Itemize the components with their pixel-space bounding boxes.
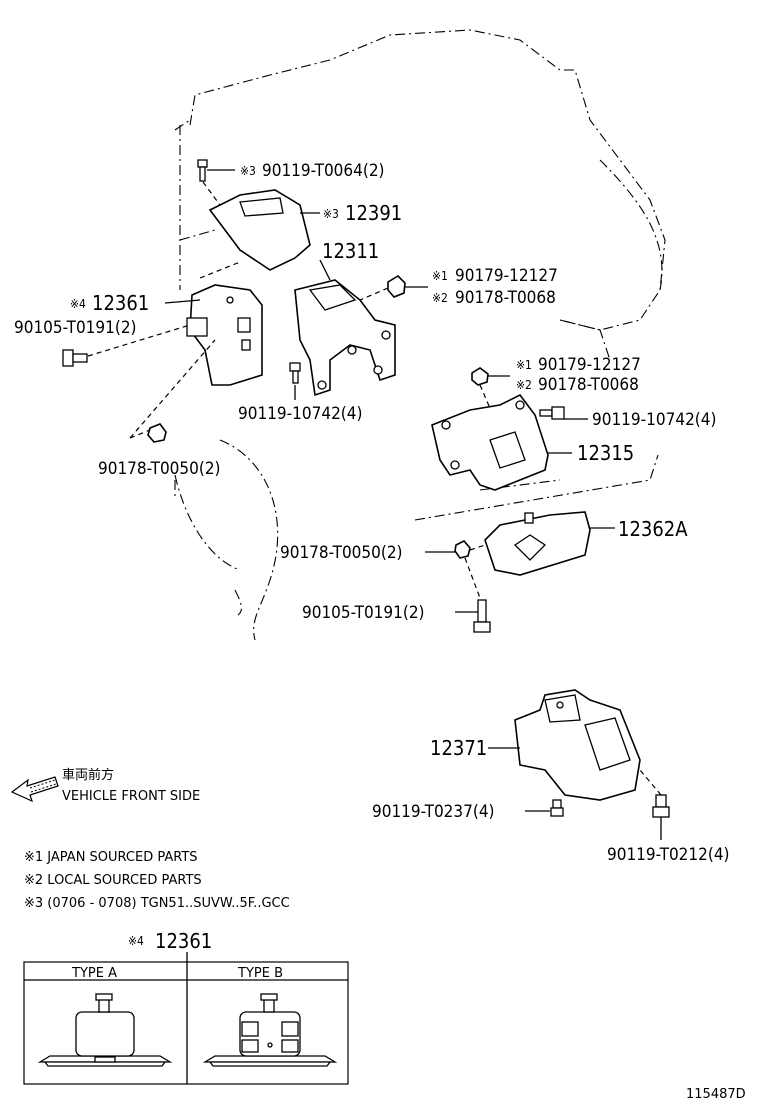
note-1: ※1 JAPAN SOURCED PARTS bbox=[24, 850, 198, 865]
bolt-90105-T0191-left bbox=[62, 324, 191, 367]
type-table-mark: ※4 bbox=[128, 934, 144, 948]
callout-mark: ※2 bbox=[432, 291, 448, 305]
part-number-label: 90179-12127 bbox=[538, 355, 641, 375]
bracket-12361 bbox=[186, 284, 263, 386]
part-number-label: 90119-T0237(4) bbox=[372, 802, 495, 822]
part-number-label: 12391 bbox=[345, 201, 402, 225]
callout-mark: ※3 bbox=[323, 207, 339, 221]
part-number-label: 90105-T0191(2) bbox=[14, 318, 137, 338]
bolt-90119-T0212 bbox=[639, 769, 670, 818]
part-number-label: 90119-10742(4) bbox=[238, 404, 362, 424]
part-number-label: 12315 bbox=[577, 441, 634, 465]
part-number-label: 90119-10742(4) bbox=[592, 410, 716, 430]
part-number-label: 90119-T0212(4) bbox=[607, 845, 730, 865]
part-number-label: 90178-T0068 bbox=[538, 375, 639, 395]
bolt-90119-T0064 bbox=[197, 159, 221, 206]
bolt-90119-T0237 bbox=[550, 799, 564, 817]
callout-labels: ※3 90119-T0064(2) ※3 12391 12311 ※1 9017… bbox=[14, 161, 730, 865]
part-number-label: 12311 bbox=[322, 239, 379, 263]
engine-outline bbox=[174, 29, 666, 361]
front-arrow-icon bbox=[10, 776, 59, 803]
note-2: ※2 LOCAL SOURCED PARTS bbox=[24, 873, 202, 888]
part-number-label: 90105-T0191(2) bbox=[302, 603, 425, 623]
callout-mark: ※1 bbox=[516, 358, 532, 372]
front-label-en: VEHICLE FRONT SIDE bbox=[62, 789, 200, 804]
type-table: ※4 12361 TYPE A TYPE B bbox=[23, 929, 349, 1085]
part-number-label: 12371 bbox=[430, 736, 487, 760]
type-a-drawing bbox=[37, 993, 173, 1067]
type-b-header: TYPE B bbox=[237, 966, 283, 981]
insulator-12362A bbox=[484, 511, 591, 576]
bracket-12315 bbox=[431, 393, 549, 491]
bolt-90105-T0191-lower bbox=[473, 599, 491, 633]
vehicle-front-indicator: 車両前方 VEHICLE FRONT SIDE bbox=[10, 767, 200, 804]
type-table-part: 12361 bbox=[155, 929, 212, 953]
bracket-12311 bbox=[294, 279, 396, 397]
cover-12391 bbox=[199, 189, 311, 279]
leader-lines bbox=[164, 169, 662, 840]
notes: ※1 JAPAN SOURCED PARTS ※2 LOCAL SOURCED … bbox=[24, 850, 290, 911]
part-number-label: 90178-T0068 bbox=[455, 288, 556, 308]
type-b-drawing bbox=[202, 993, 338, 1067]
callout-mark: ※1 bbox=[432, 269, 448, 283]
nut-90179-top bbox=[359, 274, 406, 301]
part-number-label: 12361 bbox=[92, 291, 149, 315]
part-number-label: 90178-T0050(2) bbox=[98, 459, 221, 479]
bolt-90119-10742-right bbox=[539, 406, 565, 420]
note-3: ※3 (0706 - 0708) TGN51..SUVW..5F..GCC bbox=[24, 896, 290, 911]
part-number-label: 90178-T0050(2) bbox=[280, 543, 403, 563]
nut-90178-T0050-left bbox=[129, 339, 216, 443]
part-number-label: 90119-T0064(2) bbox=[262, 161, 385, 181]
transmission-outline bbox=[174, 439, 659, 641]
callout-mark: ※2 bbox=[516, 378, 532, 392]
front-label-jp: 車両前方 bbox=[62, 767, 114, 783]
part-number-label: 90179-12127 bbox=[455, 266, 558, 286]
bolt-90119-10742-left bbox=[289, 362, 301, 384]
nut-90178-T0050-right bbox=[454, 540, 486, 599]
figure-id: 115487D bbox=[686, 1087, 746, 1102]
part-number-label: 12362A bbox=[618, 517, 688, 541]
callout-mark: ※3 bbox=[240, 164, 256, 178]
type-a-header: TYPE A bbox=[71, 966, 117, 981]
callout-mark: ※4 bbox=[70, 297, 86, 311]
mount-12371 bbox=[514, 689, 641, 801]
